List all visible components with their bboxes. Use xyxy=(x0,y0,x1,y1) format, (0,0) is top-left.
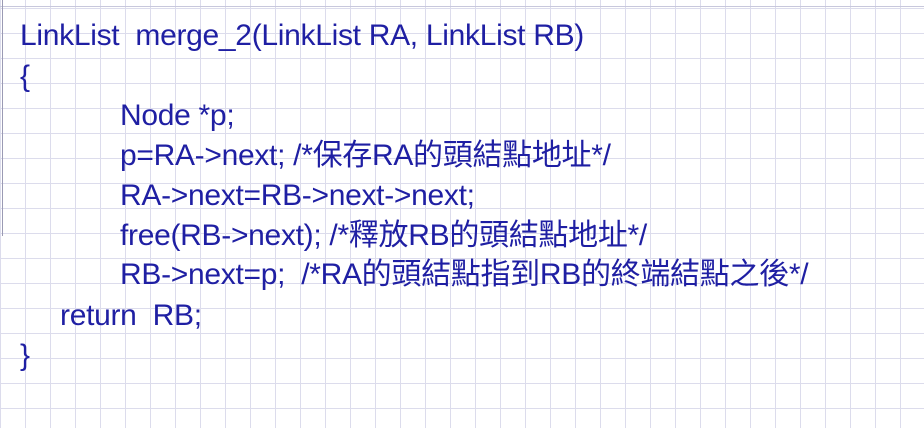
slide-frame xyxy=(0,0,924,7)
code-line-return: return RB; xyxy=(60,299,202,332)
code-line-signature: LinkList merge_2(LinkList RA, LinkList R… xyxy=(20,19,584,52)
code-line-link-ra: RA->next=RB->next->next; xyxy=(120,179,475,212)
code-line-assign-p: p=RA->next; /*保存RA的頭結點地址*/ xyxy=(120,139,611,172)
code-line-free-head: free(RB->next); /*釋放RB的頭結點地址*/ xyxy=(120,219,647,252)
code-line-open-brace: { xyxy=(20,60,30,93)
left-margin-rule xyxy=(2,0,3,236)
code-line-declare-p: Node *p; xyxy=(120,99,235,132)
code-line-link-rb: RB->next=p; /*RA的頭結點指到RB的終端結點之後*/ xyxy=(120,258,809,291)
code-line-close-brace: } xyxy=(20,339,30,372)
